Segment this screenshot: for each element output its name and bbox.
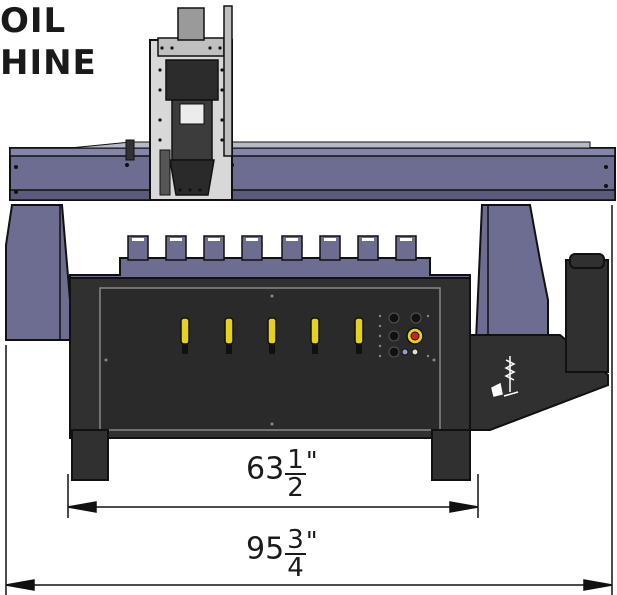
inner-dimension-denominator: 2 — [287, 473, 304, 503]
heading-line-1: OIL — [0, 1, 67, 41]
left-leg — [71, 429, 109, 481]
control-buttons — [388, 312, 424, 358]
outer-dimension-numerator: 3 — [285, 525, 306, 555]
outer-dimension-line — [5, 205, 613, 595]
outer-dimension-denominator: 4 — [287, 553, 304, 583]
dust-motor — [565, 259, 609, 373]
right-gantry-leg — [474, 204, 549, 341]
inner-dimension-whole: 63 — [246, 451, 285, 487]
heading-line-2: HINE — [0, 43, 97, 83]
inner-dimension-line — [67, 474, 479, 518]
hold-down-tabs — [127, 235, 417, 261]
right-leg — [431, 429, 471, 481]
inner-dimension-unit: " — [305, 447, 318, 477]
outer-dimension-whole: 95 — [246, 531, 285, 567]
drill-bit — [491, 356, 519, 397]
control-panel — [99, 287, 441, 431]
inner-dimension-numerator: 1 — [285, 445, 306, 475]
outer-dimension-unit: " — [305, 527, 318, 557]
